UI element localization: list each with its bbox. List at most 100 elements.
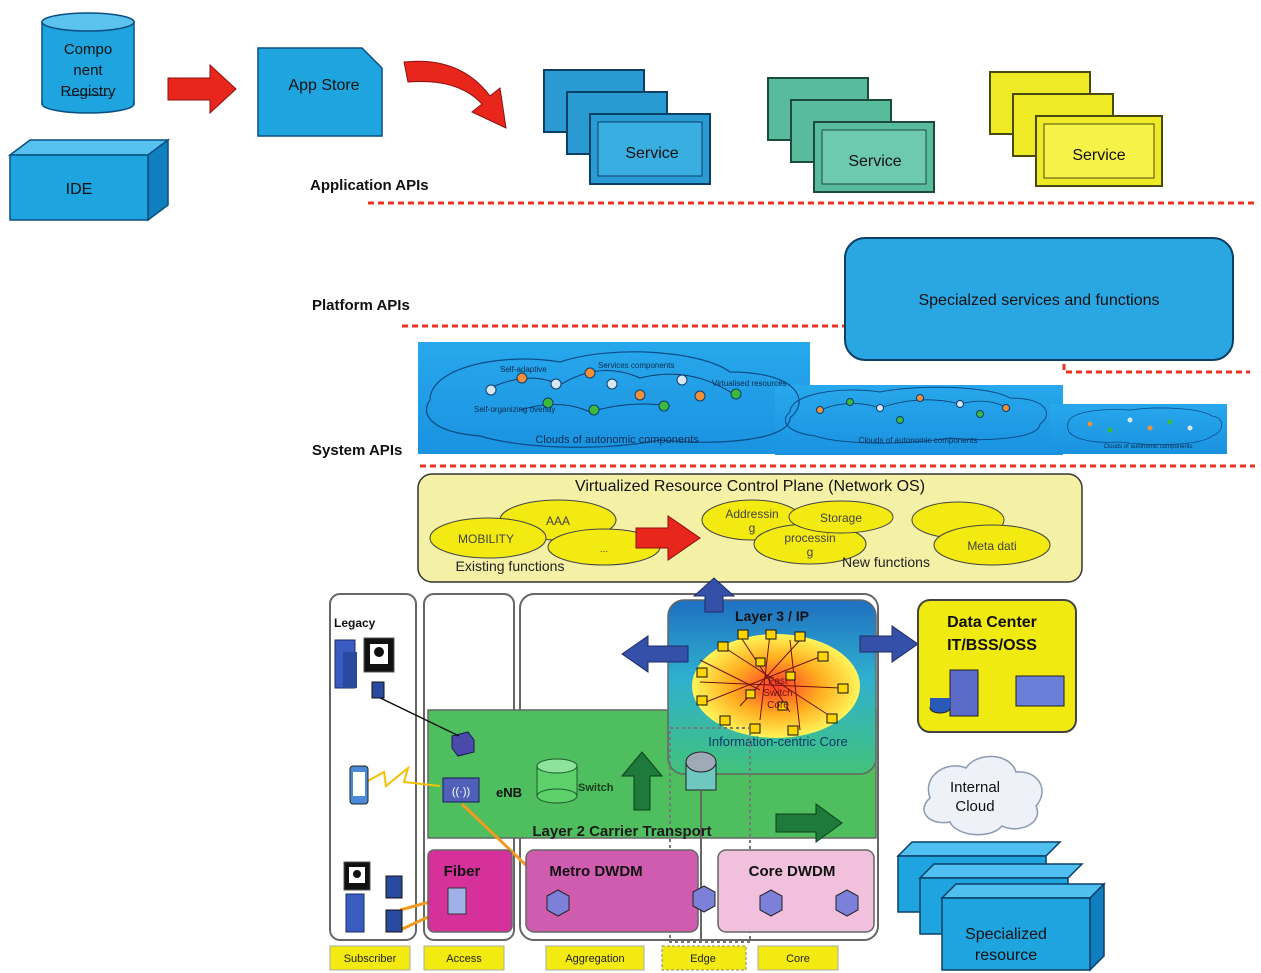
autonomic-clouds-strip: Self-adaptive Services components Virtua… [418,342,1227,455]
self-organizing-label: Self-organizing overlay [474,405,555,414]
enb-label: eNB [496,785,522,800]
subscriber-tag [329,945,411,971]
network-appliance-icon [1015,675,1065,707]
subscriber-column [329,593,417,941]
router-icon [685,751,717,940]
application-apis-label: Application APIs [310,177,429,194]
service-stack-yellow: Service [989,71,1163,187]
internal-cloud-label-1: Internal [950,779,1000,796]
edge-tag-label: Edge [690,953,716,965]
autonomic-cloud-large: Self-adaptive Services components Virtua… [425,351,800,448]
specialized-resource-stack: Specialized resource [896,841,1106,972]
access-tag-label: Access [446,953,482,965]
app-store-box: App Store [257,47,383,137]
specialized-services-label: Specialzed services and functions [918,292,1159,309]
green-up-arrow-icon [620,751,664,811]
addressing-label-1: Addressin [725,507,778,521]
internal-cloud-label-2: Cloud [955,798,994,815]
app-store-label: App Store [288,77,359,94]
edge-tag [661,945,747,971]
small-device-icon-3 [385,909,403,933]
core-dwdm-box [717,849,875,933]
right-arrow-icon [859,625,919,663]
red-arrow-icon [635,515,701,561]
aaa-label: AAA [546,514,570,528]
specialized-resource-label-2: resource [975,947,1037,964]
ide-box: IDE [7,138,171,222]
core-tag [757,945,839,971]
fast-core-label-3: Core [767,700,789,711]
services-components-label: Services components [598,361,674,370]
specialized-resource-label-1: Specialized [965,926,1047,943]
fiber-label: Fiber [444,863,481,880]
aggregation-tag-label: Aggregation [565,953,624,965]
core-dwdm-label: Core DWDM [749,863,836,880]
up-arrow-icon [692,577,736,613]
edge-column [669,727,751,943]
switch-label: Switch [578,782,614,794]
small-device-icon [371,681,385,699]
control-plane-box: Virtualized Resource Control Plane (Netw… [417,473,1083,583]
clouds-caption-large: Clouds of autonomic components [535,434,699,446]
left-arrow-icon [621,635,689,673]
datacenter-label-1: Data Center [947,614,1037,631]
clouds-caption-medium: Clouds of autonomic components [859,436,978,445]
info-core-label: Information-centric Core [708,734,847,749]
ellipsis-label: ... [600,544,608,555]
internal-cloud: Internal Cloud [923,755,1043,836]
virtualised-resources-label: Virtualised resources [712,379,787,388]
mobility-label: MOBILITY [458,532,514,546]
aggregation-tag [545,945,645,971]
layer2-label: Layer 2 Carrier Transport [532,823,711,840]
cube-icon [451,731,475,757]
processing-label-2: g [807,545,814,559]
clouds-caption-small: Clouds of autonomic components [1103,444,1192,450]
autonomic-cloud-medium: Clouds of autonomic components [784,386,1047,445]
new-functions-label: New functions [842,554,930,570]
layer3-label: Layer 3 / IP [735,608,809,624]
service-label-teal: Service [848,153,901,170]
meta-ellipse [933,524,1051,566]
mobility-ellipse [429,517,547,559]
registry-label-3: Registry [60,83,116,100]
fiber-device-icon [447,887,467,915]
phone-device-icon-2 [343,861,371,891]
svg-text:((·)): ((·)) [452,786,470,798]
self-adaptive-label: Self-adaptive [500,365,547,374]
specialized-services-box: Specialzed services and functions [844,237,1234,361]
control-plane-title: Virtualized Resource Control Plane (Netw… [575,478,925,495]
component-registry: Compo nent Registry [41,12,135,114]
mobile-phone-icon [349,765,369,805]
service-stack-teal: Service [767,77,935,193]
service-label-blue: Service [625,145,678,162]
curved-red-arrow-icon [403,60,507,129]
existing-functions-label: Existing functions [456,558,565,574]
dwdm-node-icon [546,889,570,917]
metro-dwdm-label: Metro DWDM [549,863,642,880]
green-right-arrow-icon [775,803,843,843]
core-tag-label: Core [786,953,810,965]
dwdm-node-icon [759,889,783,917]
building-icon-2 [345,893,365,933]
building-icon [334,639,357,689]
phone-device-icon [363,637,395,673]
dwdm-node-icon [835,889,859,917]
datacenter-label-2: IT/BSS/OSS [947,637,1037,654]
platform-apis-label: Platform APIs [312,297,410,314]
fast-core-label-2: Switch [763,688,792,699]
legacy-label: Legacy [334,616,376,630]
server-icon [949,669,979,717]
fast-switch-core: Fast Switch Core [692,629,860,738]
ide-label: IDE [66,181,93,198]
switch-icon [536,758,578,804]
addressing-label-2: g [749,521,756,535]
wireless-link-icon [365,765,441,788]
meta-label: Meta dati [967,539,1016,553]
system-apis-label: System APIs [312,442,402,459]
registry-label-2: nent [73,62,103,79]
processing-label-1: processin [784,531,835,545]
service-label-yellow: Service [1072,147,1125,164]
small-device-icon-2 [385,875,403,899]
enb-icon: ((·)) [442,777,480,803]
